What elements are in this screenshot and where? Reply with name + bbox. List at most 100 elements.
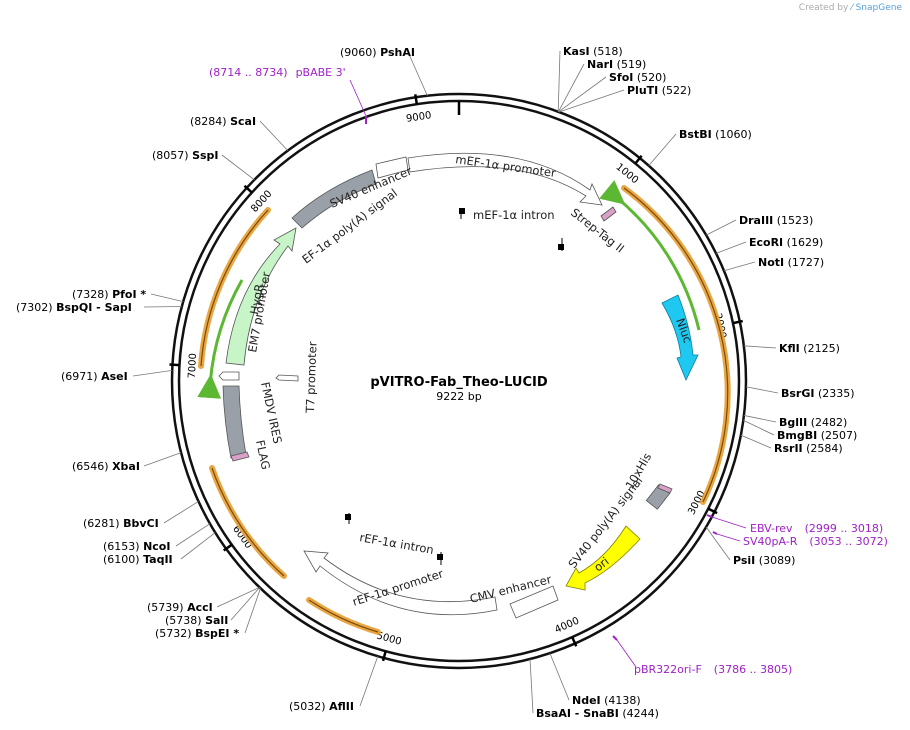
fmdv-ires-box: [222, 385, 247, 459]
scale-tick: [707, 507, 718, 515]
orf-arc-bottom-core: [308, 599, 379, 633]
site-leader-line: [743, 415, 777, 423]
primer-label-sv40pa: SV40pA-R(3053 .. 3072): [743, 535, 888, 548]
strep-tag-box: [600, 206, 617, 222]
site-leader-line: [150, 293, 184, 302]
restriction-site-label: BmgBI (2507): [777, 429, 857, 442]
orf-arc-bottom-left: [209, 465, 287, 579]
restriction-site-label: NdeI (4138): [572, 694, 641, 707]
scale-tick: [571, 636, 578, 647]
site-leader-line: [715, 241, 747, 254]
restriction-site-label: (6100) TaqII: [103, 553, 173, 566]
site-leader-line: [221, 154, 255, 181]
flag-tag-box: [230, 451, 250, 462]
restriction-site-label: KflI (2125): [779, 342, 840, 355]
site-leader-line: [359, 656, 379, 707]
site-leader-line: [557, 50, 561, 112]
plasmid-length: 9222 bp: [436, 390, 481, 403]
scale-tick: [381, 650, 387, 662]
restriction-site-label: (8284) ScaI: [190, 115, 256, 128]
sv40-enhancer-box: [375, 156, 409, 179]
feature-label-strep-tag: Strep-Tag II: [568, 205, 627, 255]
site-leader-line: [180, 532, 216, 560]
nluc-arrow: [661, 294, 699, 381]
watermark-prefix: Created by: [798, 3, 849, 13]
site-leader-line: [259, 120, 289, 151]
green-arc-right: [599, 180, 701, 331]
orf-arc-left-core: [200, 209, 269, 367]
feature-label-fmdv: FMDV IRES: [258, 381, 285, 445]
green-arc-left: [197, 279, 244, 399]
watermark-brand: SnapGene: [855, 3, 902, 13]
primer-mark-pbr322: [612, 635, 618, 641]
restriction-site-label: BstBI (1060): [679, 128, 752, 141]
site-leader-line: [705, 526, 731, 561]
snapgene-watermark: Created by ⁄ SnapGene: [799, 3, 902, 13]
primer-mark-ebv: [706, 514, 713, 518]
primer-leader-pbabe: [349, 79, 367, 117]
restriction-site-label: BsrGI (2335): [781, 387, 855, 400]
site-leader-line: [558, 89, 625, 113]
primer-label-ebv: EBV-rev(2999 .. 3018): [750, 522, 883, 535]
restriction-site-label: (5732) BspEI *: [155, 627, 239, 640]
restriction-site-label: BglII (2482): [779, 416, 847, 429]
restriction-site-label: EcoRI (1629): [749, 236, 823, 249]
site-leader-line: [143, 452, 182, 467]
restriction-site-label: (8057) SspI: [152, 149, 219, 162]
site-leader-line: [230, 587, 260, 621]
restriction-site-label: KasI (518): [563, 45, 623, 58]
primer-label-pbabe: (8714 .. 8734)pBABE 3': [209, 66, 346, 79]
scale-tick: [732, 319, 743, 325]
site-leader-line: [132, 369, 173, 377]
primer-leader-pbr322: [616, 639, 637, 668]
feature-label-ref-intron: rEF-1α intron: [358, 530, 434, 557]
scale-tick: [169, 363, 180, 367]
restriction-site-label: PsiI (3089): [733, 554, 795, 567]
orf-arc-right-core: [623, 187, 729, 503]
site-leader-line: [705, 219, 737, 236]
his-small-tag: [657, 483, 673, 494]
feature-label-t7: T7 promoter: [303, 341, 320, 414]
restriction-site-label: BsaAI - SnaBI (4244): [536, 707, 659, 720]
site-leader-line: [529, 659, 534, 714]
restriction-site-label: (5738) SalI: [165, 614, 228, 627]
restriction-site-label: (7328) PfoI *: [72, 288, 146, 301]
site-leader-line: [143, 306, 182, 308]
feature-label-flag: FLAG: [253, 439, 273, 471]
site-leader-line: [216, 586, 260, 608]
site-leader-line: [163, 501, 199, 524]
mef-intron-marker: [459, 208, 564, 251]
restriction-site-label: (6971) AseI: [61, 370, 128, 383]
primer-leader-ebv: [711, 516, 747, 529]
restriction-site-label: SfoI (520): [609, 71, 666, 84]
primer-mark-sv40pa: [712, 531, 718, 535]
restriction-site-label: DraIII (1523): [739, 214, 813, 227]
mef-promoter-arrow: [407, 152, 603, 206]
site-leader-line: [648, 133, 677, 166]
restriction-site-label: PluTI (522): [627, 84, 691, 97]
ref-promoter-arrow: [303, 550, 498, 616]
scale-tick: [222, 543, 233, 552]
primer-leader-sv40pa: [716, 533, 741, 542]
site-leader-line: [743, 419, 775, 436]
snapgene-logo-icon: ⁄: [851, 3, 853, 13]
em7-arrow: [218, 371, 240, 381]
site-leader-line: [549, 653, 570, 701]
site-leader-line: [175, 523, 211, 547]
scale-tick: [414, 94, 419, 105]
ref-intron-marker: [345, 513, 443, 565]
hygr-arrow: [225, 227, 297, 366]
feature-label-hygr: HygR: [247, 283, 266, 316]
restriction-site-label: NotI (1727): [758, 256, 824, 269]
site-leader-line: [743, 345, 777, 349]
restriction-site-label: (5739) AccI: [147, 601, 213, 614]
scale-tick: [634, 154, 643, 165]
orf-arc-bottom: [306, 597, 381, 635]
restriction-site-label: (6546) XbaI: [72, 460, 140, 473]
scale-tick-label: 7000: [187, 353, 199, 379]
plasmid-name: pVITRO-Fab_Theo-LUCID: [370, 375, 547, 390]
primer-label-pbr322: pBR322ori-F(3786 .. 3805): [634, 663, 792, 676]
site-leader-line: [558, 76, 607, 113]
restriction-site-label: RsrII (2584): [774, 442, 843, 455]
